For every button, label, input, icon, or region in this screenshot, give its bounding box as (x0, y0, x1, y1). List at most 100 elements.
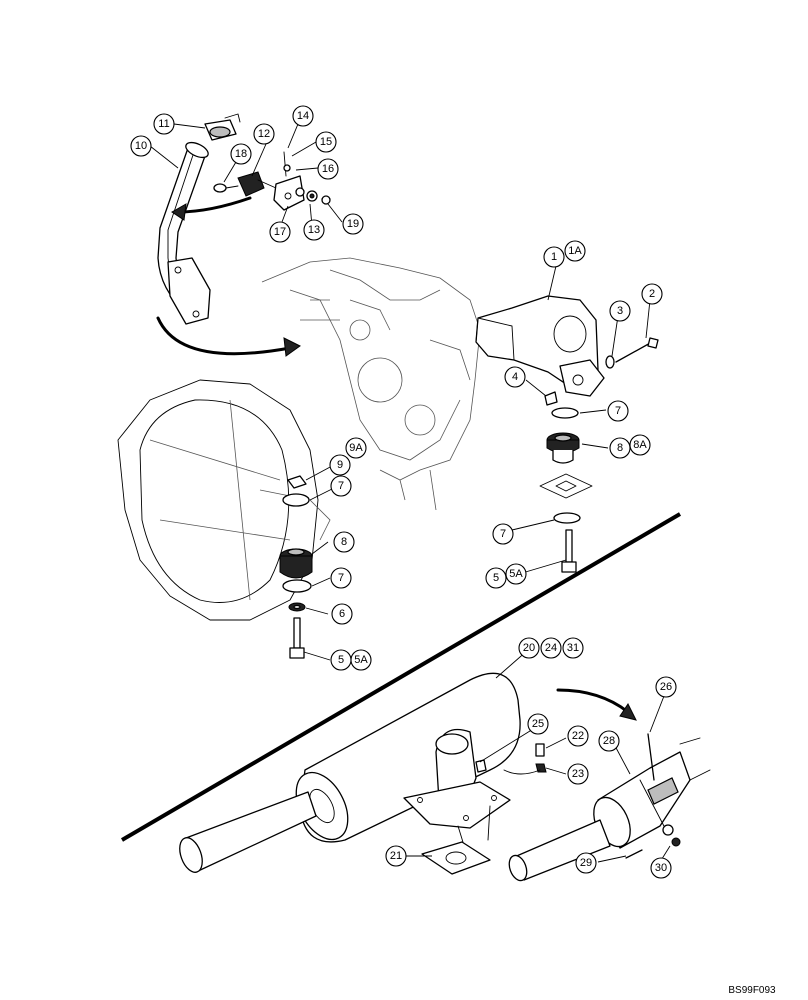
svg-text:26: 26 (660, 681, 672, 693)
svg-text:14: 14 (297, 110, 309, 122)
callout-7-upper-right: 7 (607, 400, 629, 422)
arrowhead-upper (171, 203, 187, 221)
spacer-part-4 (544, 391, 558, 406)
svg-text:22: 22 (572, 730, 584, 742)
nut-part-23 (535, 763, 547, 773)
mount-pad-right (539, 473, 593, 499)
svg-text:7: 7 (615, 405, 621, 417)
svg-text:5: 5 (338, 654, 344, 666)
callout-26: 26 (655, 676, 677, 698)
clamp-part-30 (647, 777, 681, 847)
callout-1: 1 (543, 246, 565, 268)
callout-24: 24 (540, 637, 562, 659)
callout-14: 14 (292, 105, 314, 127)
bolt-part-5-right (561, 529, 577, 573)
callout-31: 31 (562, 637, 584, 659)
muffler-part-20 (295, 672, 521, 843)
callout-7-a: 7 (330, 475, 352, 497)
svg-text:6: 6 (339, 608, 345, 620)
callout-6: 6 (331, 603, 353, 625)
bolt-part-29 (625, 849, 643, 859)
svg-text:31: 31 (567, 642, 579, 654)
svg-text:28: 28 (603, 735, 615, 747)
callout-12: 12 (253, 123, 275, 145)
svg-text:5: 5 (493, 572, 499, 584)
svg-text:21: 21 (390, 850, 402, 862)
callout-8-left: 8 (333, 531, 355, 553)
section-divider (120, 512, 682, 842)
svg-text:18: 18 (235, 148, 247, 160)
svg-text:12: 12 (258, 128, 270, 140)
bracket-part-17-13 (273, 151, 331, 211)
callout-19: 19 (342, 213, 364, 235)
washer-part-7-lower-right (553, 512, 581, 524)
callout-18: 18 (230, 143, 252, 165)
callout-9: 9 (329, 454, 351, 476)
callout-23: 23 (567, 763, 589, 785)
svg-text:7: 7 (338, 480, 344, 492)
engine-block (261, 257, 481, 511)
callout-21: 21 (385, 845, 407, 867)
svg-text:29: 29 (580, 857, 592, 869)
svg-text:10: 10 (135, 140, 147, 152)
isolator-part-8-left (279, 548, 313, 579)
callout-2: 2 (641, 283, 663, 305)
callout-30: 30 (650, 857, 672, 879)
svg-text:8: 8 (341, 536, 347, 548)
assembly-arrow-exhaust (556, 688, 630, 714)
callout-15: 15 (315, 131, 337, 153)
mount-bracket-part-1 (475, 295, 605, 397)
callout-5-left: 5 (330, 649, 352, 671)
tailpipe-left (179, 791, 317, 873)
callout-5a-right: 5A (505, 563, 527, 585)
svg-text:7: 7 (338, 572, 344, 584)
callout-8-right: 8 (609, 437, 631, 459)
bolt-part-18 (213, 183, 239, 193)
svg-text:20: 20 (523, 642, 535, 654)
svg-text:9A: 9A (349, 442, 363, 454)
callout-7-lower-right: 7 (492, 523, 514, 545)
washer-part-7-upper-right (551, 407, 579, 419)
tailpipe-right (508, 819, 611, 882)
svg-text:4: 4 (512, 371, 518, 383)
callout-7-b: 7 (330, 567, 352, 589)
washer-part-3 (605, 355, 615, 369)
callout-29: 29 (575, 852, 597, 874)
drawing-reference: BS99F093 (728, 985, 776, 996)
callout-16: 16 (317, 158, 339, 180)
nut-part-9 (287, 475, 307, 489)
svg-text:7: 7 (500, 528, 506, 540)
washer-part-7-a (282, 493, 310, 507)
svg-text:13: 13 (308, 224, 320, 236)
callout-10: 10 (130, 135, 152, 157)
callout-3: 3 (609, 300, 631, 322)
svg-text:24: 24 (545, 642, 557, 654)
callout-11: 11 (153, 113, 175, 135)
bolt-part-22 (535, 743, 545, 757)
callout-25: 25 (527, 713, 549, 735)
svg-text:30: 30 (655, 862, 667, 874)
bolt-part-26 (647, 733, 655, 781)
svg-text:5A: 5A (509, 568, 523, 580)
arrowhead-lower (283, 337, 301, 357)
callout-28: 28 (598, 730, 620, 752)
clamp-part-12 (237, 171, 277, 197)
svg-text:1: 1 (551, 251, 557, 263)
callout-22: 22 (567, 725, 589, 747)
callout-20: 20 (518, 637, 540, 659)
callout-1a: 1A (564, 240, 586, 262)
callout-5a-left: 5A (350, 649, 372, 671)
mounting-bracket-part-21 (403, 781, 511, 875)
svg-text:3: 3 (617, 305, 623, 317)
svg-text:19: 19 (347, 218, 359, 230)
svg-text:25: 25 (532, 718, 544, 730)
callout-17: 17 (269, 221, 291, 243)
isolator-part-8-right (546, 432, 580, 464)
svg-text:2: 2 (649, 288, 655, 300)
assembly-arrow-lower (156, 316, 292, 356)
thermostat-part-11 (204, 113, 241, 141)
svg-text:17: 17 (274, 226, 286, 238)
callout-8a: 8A (629, 434, 651, 456)
callout-4: 4 (504, 366, 526, 388)
